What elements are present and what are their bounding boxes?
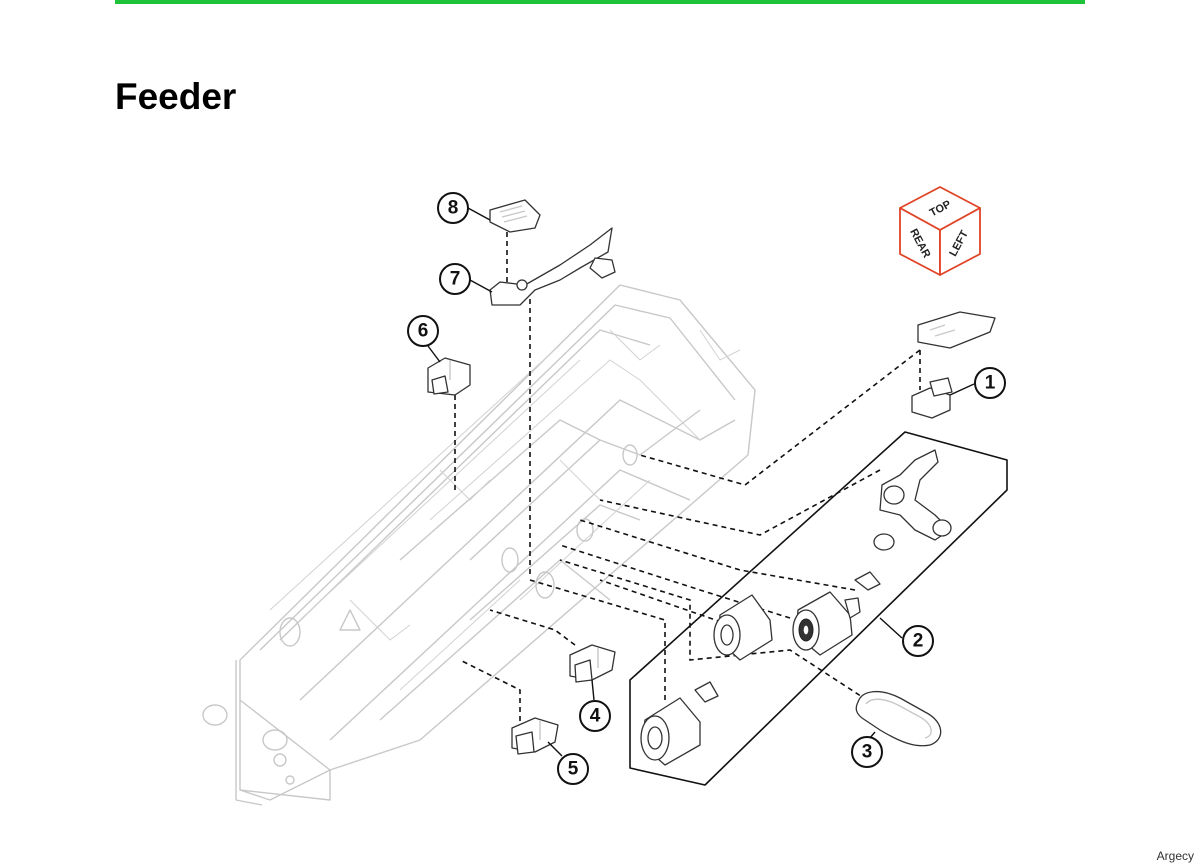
callout-8: 8 — [437, 192, 469, 224]
part-7-actuator-arm — [489, 227, 616, 306]
part-1-sensor-bracket — [911, 311, 996, 419]
callout-4-label: 4 — [590, 706, 601, 727]
part-5-sensor — [511, 717, 559, 755]
feeder-frame-assembly — [202, 284, 756, 806]
cube-left-face — [939, 207, 981, 276]
callout-3-label: 3 — [862, 742, 873, 763]
callout-5-label: 5 — [568, 759, 579, 780]
callout-5: 5 — [557, 753, 589, 785]
part-6-sensor — [427, 357, 471, 396]
callout-1-label: 1 — [985, 373, 996, 394]
callout-8-label: 8 — [448, 198, 459, 219]
callout-2-label: 2 — [913, 631, 924, 652]
callout-3: 3 — [851, 736, 883, 768]
callout-7-label: 7 — [450, 269, 461, 290]
part-3-belt — [855, 691, 942, 747]
callout-6-label: 6 — [418, 321, 429, 342]
part-8-cap — [489, 199, 541, 233]
part-4-sensor — [569, 644, 616, 683]
orientation-cube: TOP REAR LEFT — [899, 186, 981, 276]
callout-2: 2 — [902, 625, 934, 657]
callout-lines — [427, 207, 975, 757]
callout-6: 6 — [407, 315, 439, 347]
page-title: Feeder — [115, 76, 237, 117]
callout-1: 1 — [974, 367, 1006, 399]
callout-4: 4 — [579, 700, 611, 732]
footer-brand: Argecy — [1156, 849, 1194, 863]
top-accent-rule — [115, 0, 1085, 4]
part-2-roller-kit — [629, 431, 1008, 786]
callout-7: 7 — [439, 263, 471, 295]
